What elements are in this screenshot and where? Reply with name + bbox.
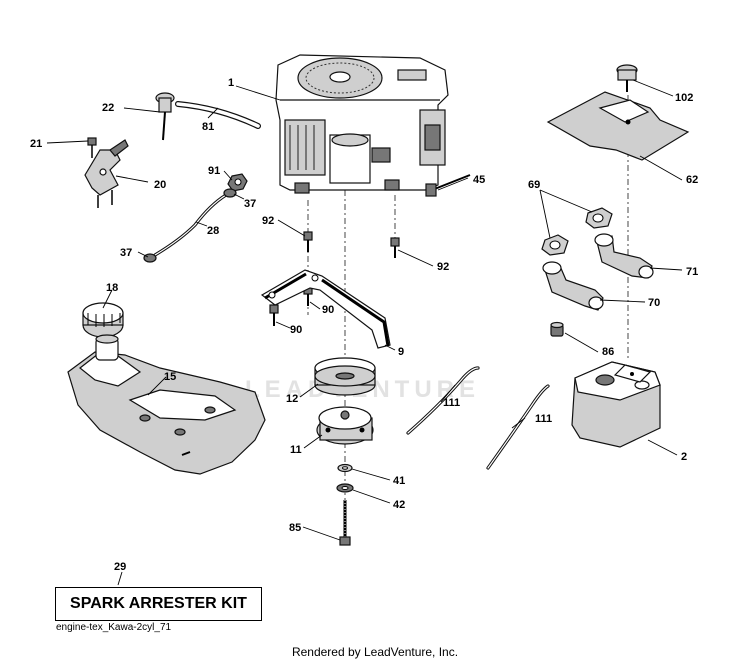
callout-111-right: 111 bbox=[535, 413, 552, 425]
callout-18: 18 bbox=[106, 282, 118, 294]
callout-29: 29 bbox=[114, 561, 126, 573]
callout-12: 12 bbox=[286, 393, 298, 405]
part-22-knob[interactable] bbox=[155, 92, 175, 141]
part-70-exhaust-pipe[interactable] bbox=[542, 261, 604, 311]
part-9-belt-guide[interactable] bbox=[260, 269, 391, 349]
part-11-clutch[interactable] bbox=[316, 406, 374, 445]
callout-62: 62 bbox=[686, 174, 698, 186]
diagram-file-id: engine-tex_Kawa-2cyl_71 bbox=[56, 622, 172, 633]
spark-arrester-kit-box[interactable]: SPARK ARRESTER KIT bbox=[55, 587, 262, 621]
part-111-wire-right[interactable] bbox=[486, 384, 550, 470]
callout-28: 28 bbox=[207, 225, 219, 237]
callout-71: 71 bbox=[686, 266, 698, 278]
part-28-fuel-line[interactable] bbox=[153, 193, 228, 257]
part-42-washer[interactable] bbox=[336, 483, 354, 493]
callout-90-right: 90 bbox=[322, 304, 334, 316]
part-69-gasket-lower[interactable] bbox=[541, 234, 569, 256]
render-credit: Rendered by LeadVenture, Inc. bbox=[291, 645, 459, 659]
spark-arrester-kit-label: SPARK ARRESTER KIT bbox=[70, 595, 247, 612]
callout-111-left: 111 bbox=[443, 397, 460, 409]
part-12-pulley[interactable] bbox=[314, 357, 376, 396]
callout-11: 11 bbox=[290, 444, 302, 456]
part-18-fuel-cap[interactable] bbox=[82, 302, 124, 338]
engine[interactable] bbox=[275, 54, 449, 194]
part-62-shield-plate[interactable] bbox=[546, 91, 690, 161]
callout-91: 91 bbox=[208, 165, 220, 177]
part-20-bracket[interactable] bbox=[84, 139, 129, 208]
part-91-nut[interactable] bbox=[227, 173, 248, 192]
callout-70: 70 bbox=[648, 297, 660, 309]
part-37-clamp-upper[interactable] bbox=[223, 188, 237, 198]
part-71-exhaust-pipe[interactable] bbox=[594, 233, 654, 279]
part-37-clamp-lower[interactable] bbox=[143, 253, 157, 263]
part-92-bolt-left[interactable] bbox=[303, 231, 313, 252]
part-85-bolt[interactable] bbox=[339, 500, 351, 546]
callout-45: 45 bbox=[473, 174, 485, 186]
part-21-screw[interactable] bbox=[87, 137, 97, 158]
callout-92-left: 92 bbox=[262, 215, 274, 227]
callout-41: 41 bbox=[393, 475, 405, 487]
callout-2: 2 bbox=[681, 451, 687, 463]
callout-81: 81 bbox=[202, 121, 214, 133]
callout-92-right: 92 bbox=[437, 261, 449, 273]
callout-69: 69 bbox=[528, 179, 540, 191]
part-15-fuel-tank[interactable] bbox=[67, 334, 266, 475]
part-2-muffler[interactable] bbox=[571, 361, 661, 448]
part-90-bolt-left[interactable] bbox=[269, 304, 279, 326]
callout-20: 20 bbox=[154, 179, 166, 191]
callout-86: 86 bbox=[602, 346, 614, 358]
part-81-hose[interactable] bbox=[175, 101, 261, 129]
part-69-gasket-upper[interactable] bbox=[585, 207, 613, 229]
callout-21: 21 bbox=[30, 138, 42, 150]
callout-102: 102 bbox=[675, 92, 693, 104]
callout-90-left: 90 bbox=[290, 324, 302, 336]
callout-37-lower: 37 bbox=[120, 247, 132, 259]
callout-9: 9 bbox=[398, 346, 404, 358]
part-86-nut[interactable] bbox=[550, 321, 564, 337]
part-45-sensor[interactable] bbox=[425, 174, 471, 197]
part-41-washer[interactable] bbox=[337, 463, 353, 473]
part-111-wire-left[interactable] bbox=[406, 366, 480, 435]
part-92-bolt-right[interactable] bbox=[390, 237, 400, 258]
callout-37-upper: 37 bbox=[244, 198, 256, 210]
leader-lines bbox=[46, 79, 683, 586]
callout-85: 85 bbox=[289, 522, 301, 534]
callout-42: 42 bbox=[393, 499, 405, 511]
part-102-knob[interactable] bbox=[616, 64, 638, 92]
callout-1: 1 bbox=[228, 77, 234, 89]
callout-22: 22 bbox=[102, 102, 114, 114]
callout-15: 15 bbox=[164, 371, 176, 383]
callout-labels: 1 22 81 21 20 91 37 28 37 92 92 45 102 6… bbox=[30, 77, 698, 573]
